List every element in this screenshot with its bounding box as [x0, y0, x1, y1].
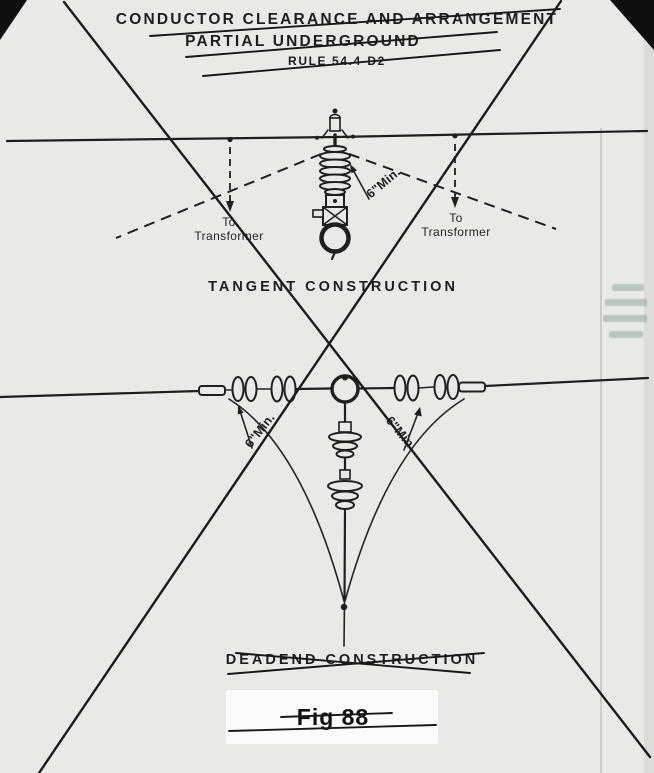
title-line-1: CONDUCTOR CLEARANCE AND ARRANGEMENT	[116, 11, 558, 28]
deadend-right-conductor	[483, 376, 650, 388]
figure-underline	[228, 724, 437, 732]
right-tap-label-1: To	[449, 211, 462, 225]
figure-caption-block: Fig 88	[226, 690, 438, 744]
figure-strike-line	[280, 712, 393, 718]
riser-point	[340, 603, 348, 611]
arrowhead	[226, 201, 234, 212]
deadend-diagram: 6"Min. 6"Min. DEADEND CONSTRUCTION	[0, 374, 650, 675]
page-edge-shade	[644, 0, 654, 773]
deadend-strike-lines	[227, 652, 485, 675]
tie-point-left	[315, 135, 319, 140]
figure-caption: Fig 88	[297, 704, 369, 730]
tangent-caption: TANGENT CONSTRUCTION	[208, 279, 458, 295]
ring-top-fitting	[342, 374, 348, 381]
scan-corner-top-left	[0, 0, 27, 40]
left-tap-label-2: Transformer	[194, 229, 263, 243]
center-vertical-string	[327, 400, 363, 647]
left-deadend-clamp	[198, 385, 226, 396]
right-tap-label-2: Transformer	[421, 225, 490, 239]
right-tap-callout: To Transformer	[421, 144, 490, 239]
title-strike-lines	[149, 8, 561, 77]
rule-number: RULE 54.4-D2	[288, 54, 386, 68]
left-strain-insulators	[231, 375, 333, 403]
left-dashed-drop-line	[115, 153, 322, 239]
right-deadend-clamp	[458, 381, 486, 393]
arrowhead	[237, 405, 244, 415]
deadend-left-conductor	[0, 389, 201, 399]
right-jumper-curve	[344, 398, 465, 602]
fuse-cutout-device	[312, 108, 351, 261]
left-jumper-curve	[228, 398, 345, 602]
cancellation-x	[37, 0, 652, 773]
left-tap-point	[227, 136, 233, 143]
bleed-through-marks	[603, 284, 647, 338]
right-tap-point	[452, 133, 458, 139]
scan-corner-top-right	[610, 0, 654, 50]
title-block: CONDUCTOR CLEARANCE AND ARRANGEMENT PART…	[116, 8, 561, 77]
title-line-2: PARTIAL UNDERGROUND	[185, 33, 421, 50]
arrowhead	[350, 164, 357, 174]
tie-point-right	[351, 134, 355, 139]
arrowhead	[451, 197, 459, 208]
right-dashed-drop-line	[348, 153, 557, 230]
right-strain-insulators	[356, 374, 486, 402]
deadend-caption: DEADEND CONSTRUCTION	[226, 652, 479, 668]
arrowhead	[414, 407, 422, 417]
